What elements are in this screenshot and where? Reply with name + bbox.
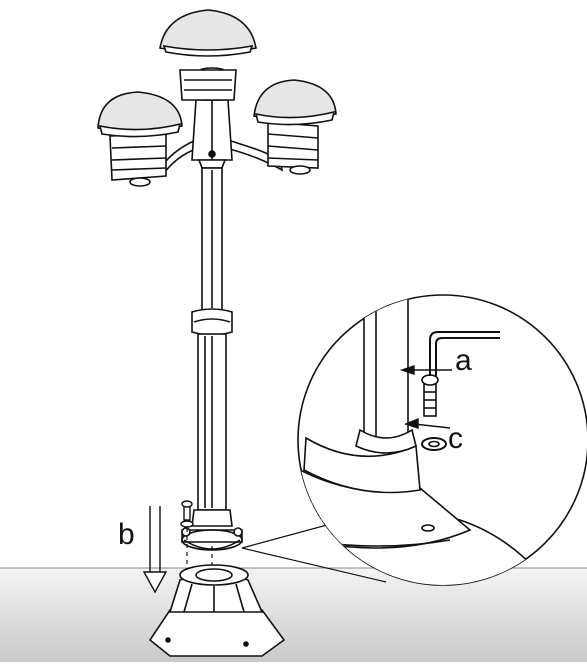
magnifier-leader xyxy=(241,521,387,583)
ground-plane xyxy=(0,568,587,662)
screw-exploded xyxy=(180,500,194,528)
callout-label-a: a xyxy=(455,344,472,377)
base-plate xyxy=(148,564,286,657)
callout-label-b: b xyxy=(118,518,135,551)
lamp-post xyxy=(97,9,337,551)
callout-arrows xyxy=(399,365,452,429)
arrow-b xyxy=(142,506,168,594)
callout-label-c: c xyxy=(448,422,463,455)
